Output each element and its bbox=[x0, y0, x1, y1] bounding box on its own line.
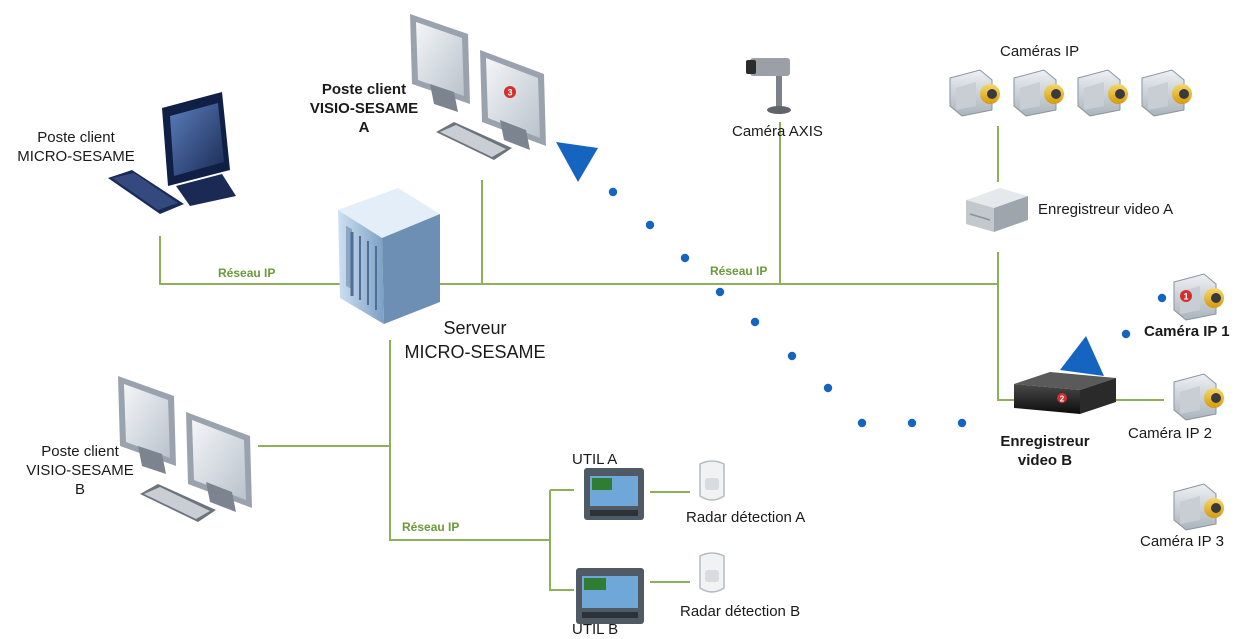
server-tower-icon bbox=[338, 188, 440, 324]
motion-detector-icon bbox=[699, 460, 725, 501]
svg-text:2: 2 bbox=[1060, 395, 1065, 404]
ip-camera-icon bbox=[1013, 69, 1064, 117]
label-cameras-ip: Caméras IP bbox=[1000, 43, 1080, 60]
flow-dot bbox=[857, 418, 867, 428]
label-line: Poste client bbox=[37, 129, 115, 146]
ip-camera-icon bbox=[1141, 69, 1192, 117]
label-line: A bbox=[358, 119, 370, 136]
flow-path bbox=[556, 142, 1167, 428]
label-camera-axis: Caméra AXIS bbox=[732, 123, 823, 140]
video-recorder-icon bbox=[966, 188, 1028, 232]
ip-camera-group bbox=[949, 69, 1192, 117]
label-reseau-ip: Réseau IP bbox=[710, 264, 768, 278]
label-camera-ip-2: Caméra IP 2 bbox=[1128, 425, 1212, 442]
flow-dot bbox=[957, 418, 967, 428]
label-enregistreur-a: Enregistreur video A bbox=[1038, 201, 1174, 218]
controller-module-icon bbox=[584, 468, 644, 520]
label-radar-b: Radar détection B bbox=[680, 603, 801, 620]
ip-camera-icon bbox=[1077, 69, 1128, 117]
label-serveur: Serveur MICRO-SESAME bbox=[400, 316, 550, 364]
desktop-computer-icon bbox=[108, 92, 236, 214]
label-line: VISIO-SESAME bbox=[26, 462, 134, 479]
label-line: video B bbox=[1017, 452, 1073, 469]
flow-dot bbox=[823, 383, 833, 393]
badge-visio-a bbox=[504, 86, 516, 98]
label-line: Enregistreur bbox=[1000, 433, 1090, 450]
link-enregistreur-b bbox=[997, 252, 1014, 401]
label-line: Serveur bbox=[443, 318, 507, 338]
flow-dot bbox=[715, 287, 725, 297]
ip-camera-icon bbox=[949, 69, 1000, 117]
badge-camera-ip-1 bbox=[1180, 290, 1192, 302]
svg-text:1: 1 bbox=[1183, 292, 1188, 302]
label-line: MICRO-SESAME bbox=[404, 342, 546, 362]
label-reseau-ip: Réseau IP bbox=[218, 266, 276, 280]
label-util-a: UTIL A bbox=[572, 451, 618, 468]
label-line: Poste client bbox=[321, 81, 407, 98]
link-util-branch bbox=[549, 490, 574, 591]
label-radar-a: Radar détection A bbox=[686, 509, 806, 526]
flow-arrow-icon bbox=[1060, 336, 1104, 376]
label-util-b: UTIL B bbox=[572, 621, 619, 638]
label-poste-visio-b: Poste client VISIO-SESAME B bbox=[20, 442, 140, 499]
label-enregistreur-b: Enregistreur video B bbox=[990, 432, 1100, 470]
label-line: Poste client bbox=[41, 443, 119, 460]
dual-monitor-icon: 3 bbox=[410, 14, 546, 160]
flow-dot bbox=[787, 351, 797, 361]
ip-camera-icon bbox=[1173, 483, 1224, 531]
ip-camera-icon bbox=[1173, 373, 1224, 421]
label-reseau-ip: Réseau IP bbox=[402, 520, 460, 534]
flow-dot bbox=[680, 253, 690, 263]
network-lines bbox=[159, 122, 1164, 591]
label-camera-ip-1: Caméra IP 1 bbox=[1144, 323, 1230, 340]
dual-monitor-icon bbox=[118, 376, 252, 522]
label-poste-micro: Poste client MICRO-SESAME bbox=[16, 128, 136, 166]
axis-camera-icon bbox=[746, 58, 791, 114]
flow-dot bbox=[1121, 329, 1131, 339]
badge-enregistreur-b bbox=[1057, 393, 1067, 403]
motion-detector-icon bbox=[699, 552, 725, 593]
label-line: MICRO-SESAME bbox=[17, 148, 135, 165]
flow-arrow-icon bbox=[556, 142, 598, 182]
flow-dot bbox=[608, 187, 618, 197]
label-camera-ip-3: Caméra IP 3 bbox=[1140, 533, 1224, 550]
flow-dot bbox=[750, 317, 760, 327]
flow-dot bbox=[907, 418, 917, 428]
svg-text:3: 3 bbox=[507, 88, 512, 98]
link-serveur-down bbox=[389, 340, 550, 541]
label-poste-visio-a: Poste client VISIO-SESAME A bbox=[304, 80, 424, 137]
flow-dot bbox=[645, 220, 655, 230]
video-recorder-icon: 2 bbox=[1014, 372, 1116, 414]
controller-module-icon bbox=[576, 568, 644, 624]
ip-camera-icon: 1 bbox=[1173, 273, 1224, 321]
flow-dot bbox=[1157, 293, 1167, 303]
label-line: B bbox=[74, 481, 85, 498]
label-line: VISIO-SESAME bbox=[309, 100, 419, 117]
link-poste-micro bbox=[159, 236, 340, 285]
